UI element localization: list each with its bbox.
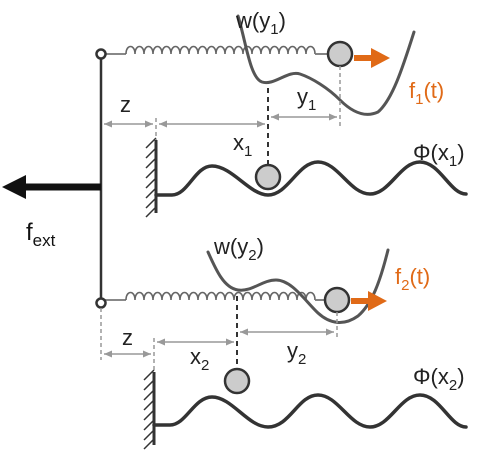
external-force-label: fext bbox=[26, 219, 56, 250]
top-internal-potential-curve bbox=[236, 14, 416, 116]
top-drive-force-label: f1(t) bbox=[409, 78, 444, 108]
bottom-internal-potential-label: w(y2) bbox=[213, 234, 264, 264]
bottom-x-label: x2 bbox=[190, 344, 209, 374]
top-substrate-potential-label: Φ(x1) bbox=[413, 140, 465, 170]
bottom-substrate-potential-label: Φ(x2) bbox=[413, 364, 465, 394]
top-y-label: y1 bbox=[297, 84, 316, 114]
bottom-y-label: y2 bbox=[287, 338, 306, 368]
top-z-label: z bbox=[120, 92, 131, 117]
top-x-label: x1 bbox=[233, 130, 252, 160]
external-force-arrow-head bbox=[2, 175, 26, 199]
top-internal-potential-label: w(y1) bbox=[235, 8, 286, 38]
bottom-head-bead bbox=[323, 286, 351, 314]
top-substrate-potential-curve bbox=[154, 160, 468, 197]
bottom-drive-force-label: f2(t) bbox=[395, 264, 430, 294]
bottom-internal-potential-curve bbox=[206, 248, 390, 324]
bottom-wall bbox=[143, 369, 156, 450]
external-force: fext bbox=[2, 175, 101, 250]
top-pivot bbox=[95, 48, 107, 60]
bottom-z-label: z bbox=[122, 325, 133, 350]
top-wall bbox=[145, 137, 158, 218]
bottom-spring-coil bbox=[125, 291, 316, 301]
top-wall-hatching bbox=[145, 137, 157, 218]
bottom-substrate-bead bbox=[223, 367, 251, 395]
top-spring-coil bbox=[125, 45, 316, 55]
bottom-substrate-potential-curve bbox=[152, 393, 468, 429]
top-substrate-bead bbox=[254, 163, 282, 191]
top-head-bead bbox=[326, 40, 354, 68]
bottom-unit: w(y2) f2(t) y2 x2 z Φ(x2) bbox=[95, 234, 468, 450]
top-drive-arrow-head bbox=[371, 48, 390, 68]
bottom-drive-arrow-head bbox=[368, 291, 387, 311]
top-unit: w(y1) f1(t) y1 x1 z Φ(x1) bbox=[95, 8, 468, 218]
bottom-pivot bbox=[95, 297, 107, 309]
bottom-wall-hatching bbox=[143, 369, 155, 450]
